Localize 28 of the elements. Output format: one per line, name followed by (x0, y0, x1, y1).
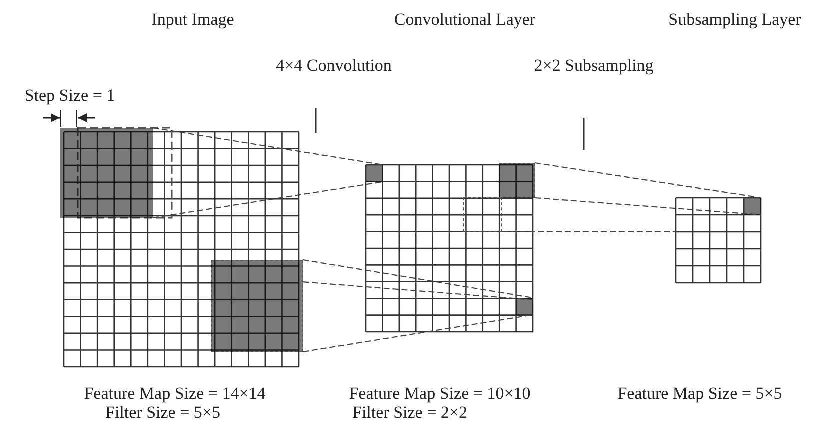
size-caption: Feature Map Size = 10×10 (349, 384, 531, 404)
output-cell (366, 165, 383, 182)
projection-line (152, 181, 384, 219)
projection-line (534, 197, 762, 216)
projection-line (152, 127, 384, 166)
filter-window (60, 128, 153, 218)
pixel-grid (366, 165, 533, 332)
pooling-window (499, 163, 535, 198)
pooling-window (463, 197, 502, 232)
layer-heading: Convolutional Layer (394, 10, 536, 30)
step-size-label: Step Size = 1 (24, 86, 116, 106)
projection-line (302, 259, 534, 299)
size-caption: Feature Map Size = 5×5 (618, 384, 782, 404)
projection-line (534, 162, 762, 199)
operation-label: 4×4 Convolution (276, 56, 392, 76)
projection-line (502, 231, 676, 233)
size-caption: Filter Size = 2×2 (352, 403, 468, 423)
pixel-grid (676, 198, 761, 283)
filter-window (211, 260, 303, 352)
layer-heading: Input Image (152, 10, 234, 30)
output-cell (744, 198, 761, 215)
size-caption: Filter Size = 5×5 (105, 403, 221, 423)
projection-line (302, 314, 534, 353)
output-cell (516, 298, 533, 315)
layer-heading: Subsampling Layer (668, 10, 802, 30)
operation-label: 2×2 Subsampling (534, 56, 654, 76)
size-caption: Feature Map Size = 14×14 (84, 384, 266, 404)
projection-line (302, 282, 534, 301)
